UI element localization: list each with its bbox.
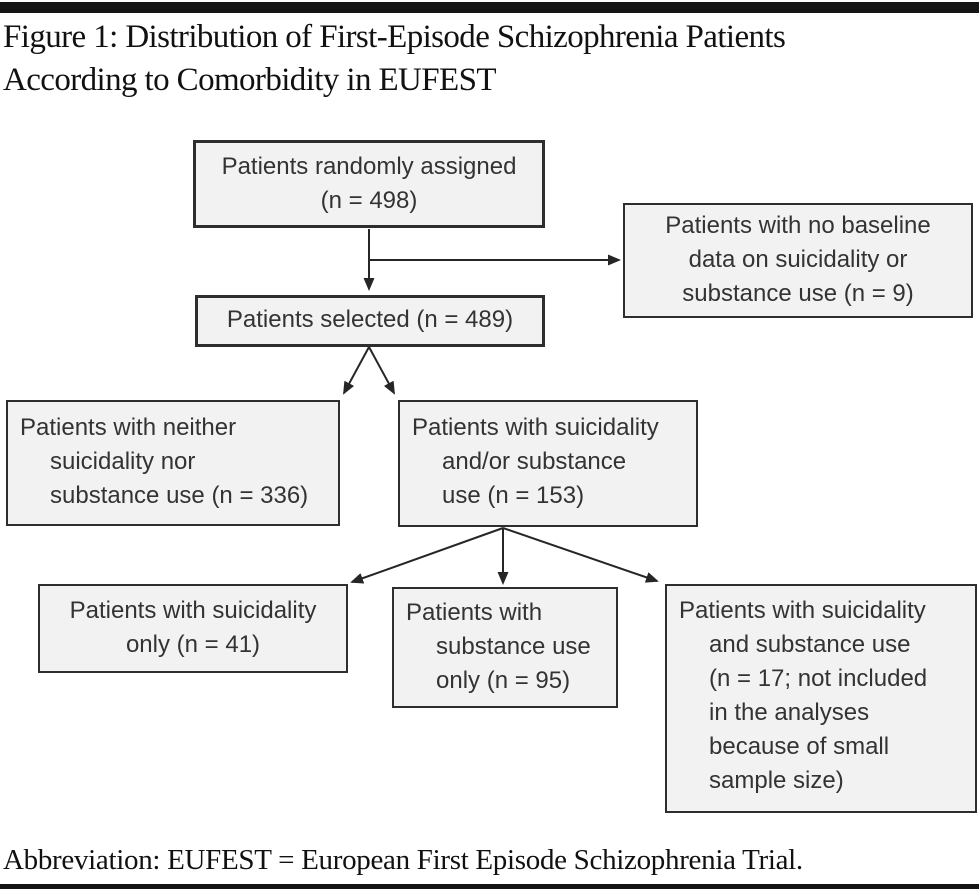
node-suicidality-or-substance: Patients with suicidality and/or substan…	[398, 400, 698, 527]
arrow-selected-to-either	[368, 346, 395, 395]
node-text-line: sample size)	[709, 767, 844, 794]
node-text-line: substance use	[436, 633, 591, 660]
arrow-either-to-suicidality-only	[350, 527, 504, 584]
arrow-either-to-both	[502, 527, 659, 583]
node-text-line: and/or substance	[442, 448, 627, 475]
node-text-line: because of small	[709, 733, 890, 760]
top-rule	[0, 2, 979, 13]
node-text-line: data on suicidality or	[688, 246, 908, 273]
figure-title-line-2: According to Comorbidity in EUFEST	[3, 62, 497, 98]
node-text-line: substance use (n = 9)	[682, 280, 914, 307]
node-text-line: Patients selected (n = 489)	[226, 306, 514, 333]
node-text-line: (n = 17; not included	[709, 665, 928, 692]
node-text-line: Patients with suicidality	[679, 597, 926, 624]
node-no-baseline-data: Patients with no baseline data on suicid…	[623, 203, 973, 318]
node-text-line: Patients with no baseline	[665, 212, 931, 239]
figure-title-line-1: Figure 1: Distribution of First-Episode …	[3, 19, 786, 55]
node-neither-comorbidity: Patients with neither suicidality nor su…	[6, 400, 340, 526]
node-suicidality-and-substance: Patients with suicidality and substance …	[665, 584, 977, 813]
node-suicidality-only: Patients with suicidality only (n = 41)	[38, 584, 348, 673]
node-text-line: Patients with	[406, 599, 543, 626]
node-text-line: Patients randomly assigned	[221, 153, 517, 180]
node-text-line: Patients with suicidality	[412, 414, 659, 441]
node-text-line: only (n = 41)	[125, 631, 261, 658]
node-text-line: suicidality nor	[50, 448, 196, 475]
abbreviation-note: Abbreviation: EUFEST = European First Ep…	[3, 844, 803, 876]
node-substance-use-only: Patients with substance use only (n = 95…	[392, 587, 618, 708]
node-text-line: Patients with suicidality	[69, 597, 317, 624]
node-text-line: use (n = 153)	[442, 482, 585, 509]
arrow-selected-to-neither	[343, 346, 370, 395]
node-text-line: only (n = 95)	[436, 667, 571, 694]
node-text-line: (n = 498)	[320, 187, 418, 214]
node-text-line: Patients with neither	[20, 414, 237, 441]
node-patients-selected: Patients selected (n = 489)	[195, 295, 545, 347]
bottom-rule	[0, 884, 979, 889]
node-text-line: in the analyses	[709, 699, 870, 726]
figure-title: Figure 1: Distribution of First-Episode …	[3, 16, 786, 102]
node-patients-randomized: Patients randomly assigned (n = 498)	[193, 140, 545, 228]
node-text-line: substance use (n = 336)	[50, 482, 309, 509]
node-text-line: and substance use	[709, 631, 911, 658]
